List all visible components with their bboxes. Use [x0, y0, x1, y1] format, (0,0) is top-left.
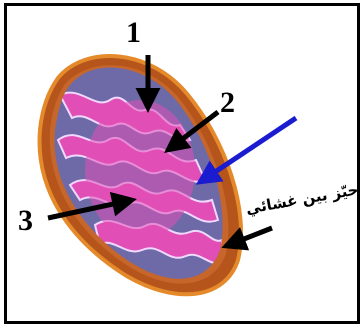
label-3: 3 [18, 206, 33, 236]
label-2: 2 [220, 88, 235, 118]
label-1: 1 [126, 18, 141, 48]
